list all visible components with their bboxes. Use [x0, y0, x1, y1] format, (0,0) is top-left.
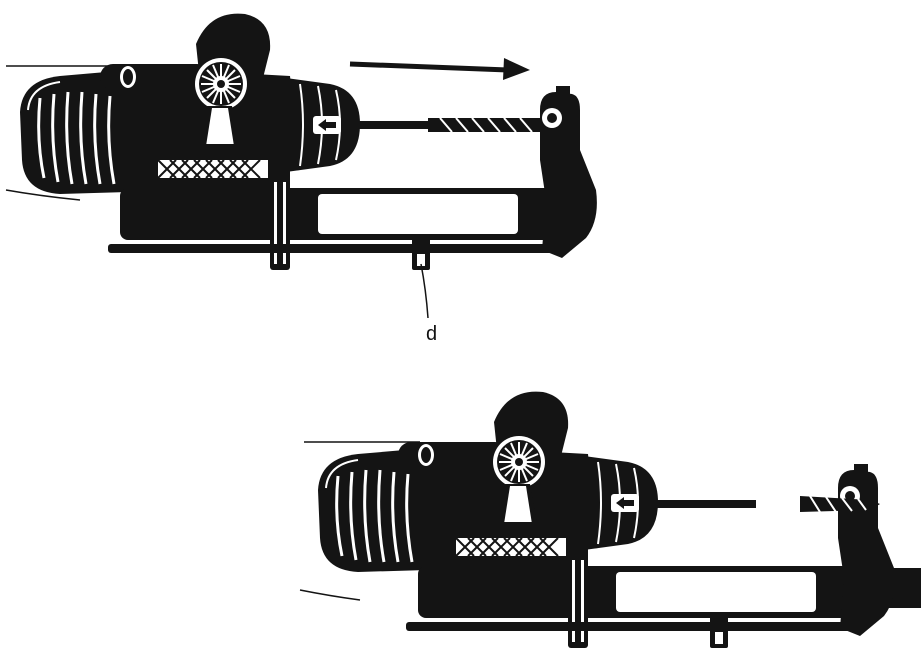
- callout-label-d: d: [426, 323, 437, 345]
- drill-with-dust-extractor: [316, 390, 897, 650]
- drill-with-dust-extractor: [18, 12, 599, 272]
- panel-drill-extended: [299, 390, 921, 650]
- cable-line: [299, 589, 361, 601]
- drill-bit: [358, 117, 540, 133]
- drill-bit: [656, 495, 880, 513]
- arrow-right-icon: [349, 58, 530, 80]
- callout-leader-line: [420, 263, 429, 319]
- cable-line: [5, 189, 81, 201]
- panel-drill-retracted: d: [5, 12, 599, 345]
